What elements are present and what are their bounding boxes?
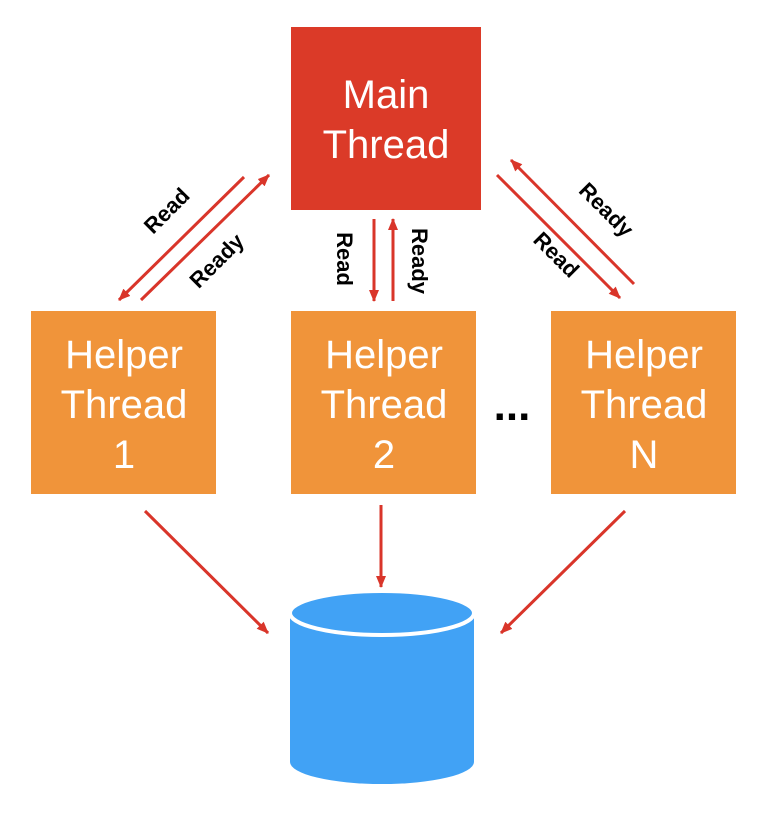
- helper-thread-2-line3: 2: [373, 433, 395, 477]
- helper-thread-2-box: [291, 311, 476, 494]
- write-arrow-helper-1-to-db: [143, 509, 270, 635]
- helper-thread-1-line2: Thread: [61, 383, 188, 427]
- helper-thread-n-node: Helper Thread N: [551, 311, 736, 494]
- main-thread-box: [291, 27, 481, 210]
- ellipsis: ...: [494, 381, 531, 430]
- database-top: [288, 589, 476, 637]
- main-thread-label-line2: Thread: [323, 123, 450, 167]
- helper-thread-1-node: Helper Thread 1: [31, 311, 216, 494]
- ready-label-helper-1: Ready: [185, 228, 250, 293]
- ready-arrow-from-helper-1: [139, 173, 271, 302]
- helper-thread-n-box: [551, 311, 736, 494]
- helper-thread-1-line3: 1: [113, 433, 135, 477]
- read-label-helper-2: Read: [332, 232, 357, 286]
- database-body: [290, 613, 474, 784]
- helper-thread-n-line1: Helper: [585, 333, 703, 377]
- helper-thread-2-line2: Thread: [321, 383, 448, 427]
- write-arrow-helper-n-to-db: [499, 509, 627, 635]
- helper-thread-2-line1: Helper: [325, 333, 443, 377]
- ready-label-helper-2: Ready: [407, 228, 432, 295]
- helper-thread-n-line2: Thread: [581, 383, 708, 427]
- read-arrow-to-helper-1: [117, 175, 246, 302]
- main-thread-node: Main Thread: [291, 27, 481, 210]
- main-thread-label-line1: Main: [343, 73, 430, 117]
- helper-thread-2-node: Helper Thread 2: [291, 311, 476, 494]
- read-label-helper-1: Read: [139, 183, 195, 239]
- ready-arrow-from-helper-n: [509, 158, 636, 286]
- read-arrow-to-helper-n: [495, 173, 622, 300]
- helper-thread-1-box: [31, 311, 216, 494]
- database-cylinder-icon: [288, 589, 476, 784]
- helper-thread-1-line1: Helper: [65, 333, 183, 377]
- helper-thread-n-line3: N: [630, 433, 659, 477]
